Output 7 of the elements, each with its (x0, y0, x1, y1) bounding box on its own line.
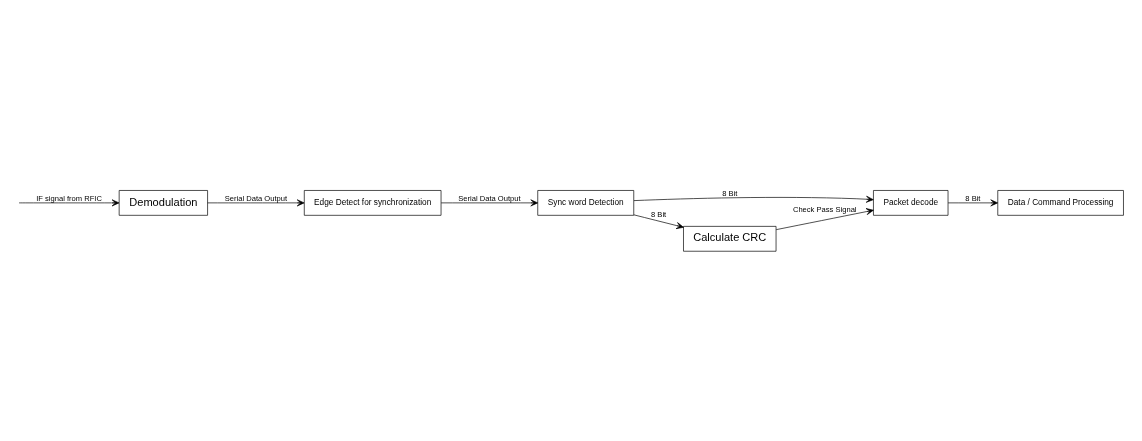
edge-label: 8 Bit (651, 210, 667, 220)
edge-label: 8 Bit (965, 193, 981, 203)
edge-label: Serial Data Output (458, 193, 521, 203)
edge-label: Serial Data Output (224, 193, 288, 203)
edge-label: IF signal from RFIC (36, 193, 102, 203)
edge-label: 8 Bit (722, 188, 738, 198)
edge-label: Check Pass Signal (792, 204, 857, 214)
